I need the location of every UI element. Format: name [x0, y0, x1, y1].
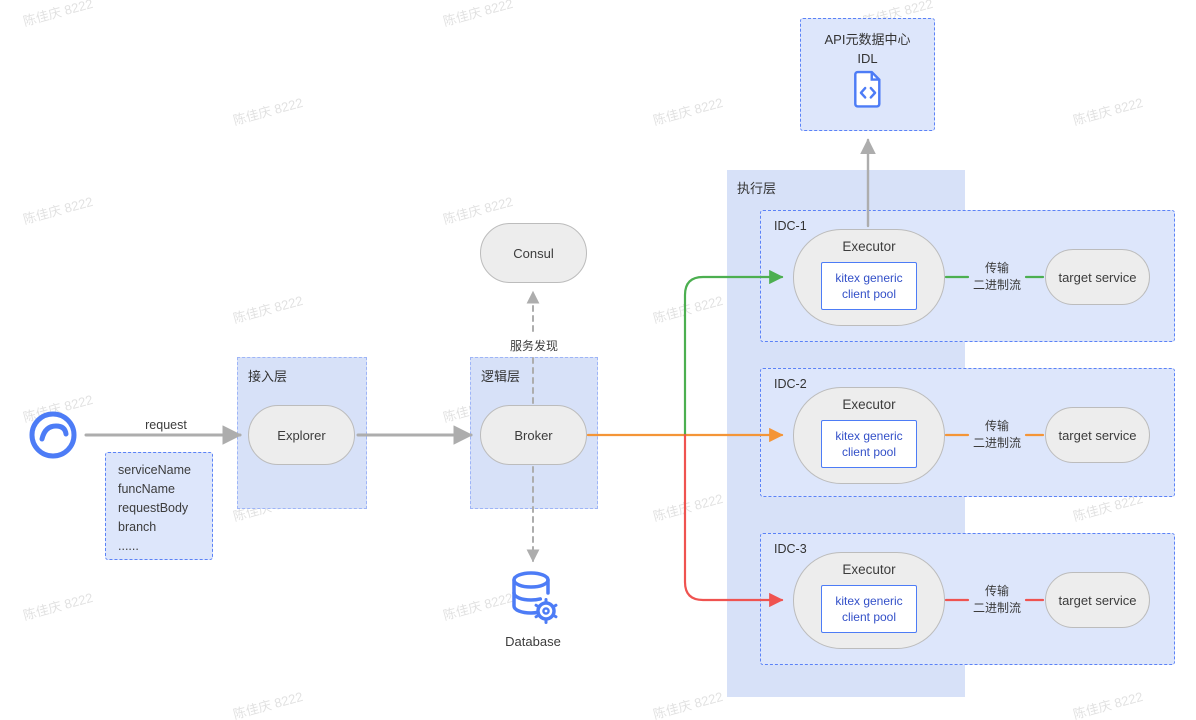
- transfer-label: 传输 二进制流: [957, 260, 1037, 294]
- note-line: requestBody: [118, 501, 189, 515]
- idl-label: IDL: [857, 51, 878, 66]
- idc-1-label: IDC-1: [774, 219, 807, 233]
- node-consul: Consul: [480, 223, 587, 283]
- watermark-text: 陈佳庆 8222: [651, 490, 725, 524]
- watermark-text: 陈佳庆 8222: [441, 0, 515, 29]
- watermark-text: 陈佳庆 8222: [651, 292, 725, 326]
- watermark-text: 陈佳庆 8222: [441, 589, 515, 623]
- watermark-text: 陈佳庆 8222: [21, 589, 95, 623]
- transfer-line1: 传输: [984, 261, 1009, 275]
- note-line: funcName: [118, 482, 175, 496]
- client-logo-icon: [29, 411, 77, 459]
- transfer-line2: 二进制流: [972, 436, 1021, 450]
- watermark-text: 陈佳庆 8222: [651, 94, 725, 128]
- executor-label: Executor: [842, 397, 896, 412]
- node-broker: Broker: [480, 405, 587, 465]
- executor-node-1: Executor kitex generic client pool: [793, 229, 945, 326]
- idc-2-label: IDC-2: [774, 377, 807, 391]
- request-params-note: serviceName funcName requestBody branch …: [105, 452, 213, 560]
- target-service-node-2: target service: [1045, 407, 1150, 463]
- layer-execution-label: 执行层: [737, 181, 777, 196]
- layer-access-label: 接入层: [248, 369, 288, 384]
- client-logo: [26, 408, 80, 462]
- target-service-node-3: target service: [1045, 572, 1150, 628]
- transfer-label: 传输 二进制流: [957, 583, 1037, 617]
- note-line: serviceName: [118, 463, 191, 477]
- request-label: request: [145, 418, 187, 432]
- service-discovery-label: 服务发现: [503, 336, 565, 355]
- note-line: branch: [118, 520, 157, 534]
- note-line: ......: [118, 539, 139, 553]
- watermark-text: 陈佳庆 8222: [1071, 94, 1145, 128]
- watermark-text: 陈佳庆 8222: [231, 94, 305, 128]
- api-center-title: API元数据中心: [824, 32, 911, 47]
- kitex-client-pool: kitex generic client pool: [821, 262, 917, 310]
- watermark-text: 陈佳庆 8222: [651, 688, 725, 720]
- idc-box-1: IDC-1 Executor kitex generic client pool…: [760, 210, 1175, 342]
- watermark-text: 陈佳庆 8222: [21, 193, 95, 227]
- idc-box-3: IDC-3 Executor kitex generic client pool…: [760, 533, 1175, 665]
- executor-label: Executor: [842, 562, 896, 577]
- executor-node-2: Executor kitex generic client pool: [793, 387, 945, 484]
- transfer-line1: 传输: [984, 584, 1009, 598]
- transfer-label: 传输 二进制流: [957, 418, 1037, 452]
- watermark-text: 陈佳庆 8222: [441, 193, 515, 227]
- kitex-client-pool: kitex generic client pool: [821, 420, 917, 468]
- watermark-text: 陈佳庆 8222: [231, 688, 305, 720]
- watermark-text: 陈佳庆 8222: [231, 292, 305, 326]
- executor-label: Executor: [842, 239, 896, 254]
- database-label: Database: [505, 634, 561, 649]
- transfer-line2: 二进制流: [972, 278, 1021, 292]
- watermark-text: 陈佳庆 8222: [21, 0, 95, 29]
- transfer-line1: 传输: [984, 419, 1009, 433]
- node-explorer: Explorer: [248, 405, 355, 465]
- api-metadata-center: API元数据中心 IDL: [800, 18, 935, 131]
- idc-3-label: IDC-3: [774, 542, 807, 556]
- layer-logic-label: 逻辑层: [481, 369, 521, 384]
- idc-box-2: IDC-2 Executor kitex generic client pool…: [760, 368, 1175, 497]
- watermark-text: 陈佳庆 8222: [1071, 688, 1145, 720]
- kitex-client-pool: kitex generic client pool: [821, 585, 917, 633]
- executor-node-3: Executor kitex generic client pool: [793, 552, 945, 649]
- idl-file-icon: [852, 70, 884, 113]
- target-service-node-1: target service: [1045, 249, 1150, 305]
- database-icon: [506, 570, 560, 626]
- transfer-line2: 二进制流: [972, 601, 1021, 615]
